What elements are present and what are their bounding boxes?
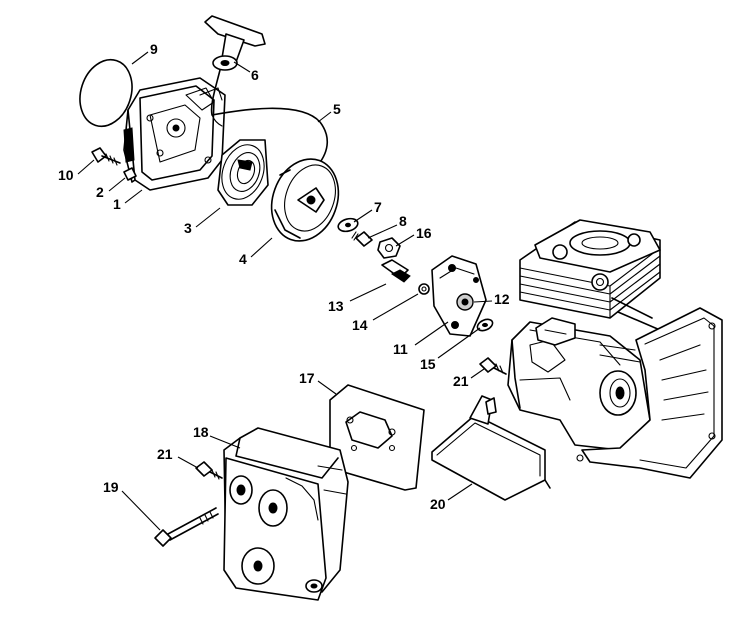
callout-21-upper: 21: [453, 373, 469, 389]
callout-1: 1: [113, 196, 121, 212]
part-16-nut: [377, 237, 401, 259]
part-20-heat-shield: [431, 395, 551, 501]
callout-19: 19: [103, 479, 119, 495]
part-9-gasket-ring: [79, 58, 133, 128]
callout-15: 15: [420, 356, 436, 372]
part-14-spring-washer: [418, 283, 430, 295]
callout-16: 16: [416, 225, 432, 241]
part-13-stud: [381, 259, 411, 283]
part-19-long-bolt: [154, 507, 219, 547]
callout-13: 13: [328, 298, 344, 314]
callout-3: 3: [184, 220, 192, 236]
part-1-starter-housing: [123, 77, 226, 191]
callout-12: 12: [494, 291, 510, 307]
callout-4: 4: [239, 251, 247, 267]
callout-6: 6: [251, 67, 259, 83]
part-3-rewind-spring: [217, 139, 269, 206]
engine-cylinder-block: [507, 219, 723, 479]
callout-17: 17: [299, 370, 315, 386]
callout-2: 2: [96, 184, 104, 200]
part-15-washer: [476, 318, 494, 332]
callout-5: 5: [333, 101, 341, 117]
part-8-screw: [351, 231, 373, 247]
callout-11: 11: [393, 341, 408, 357]
callout-10: 10: [58, 167, 74, 183]
callout-18: 18: [193, 424, 209, 440]
part-4-rope-rotor: [270, 158, 340, 242]
part-21-screw-upper: [479, 357, 507, 375]
callout-21-lower: 21: [157, 446, 173, 462]
part-21-screw-lower: [195, 461, 223, 480]
callout-labels: 9 6 5 10 2 1 3 4 7 8 16 13 14 11 12 15 2…: [58, 41, 510, 512]
callout-14: 14: [352, 317, 368, 333]
callout-20: 20: [430, 496, 446, 512]
part-2-bushing: [123, 167, 137, 181]
part-7-washer: [337, 217, 359, 233]
part-5-starter-rope: [210, 69, 329, 166]
callout-9: 9: [150, 41, 158, 57]
part-11-cover-plate: [431, 255, 487, 337]
part-6-starter-grip: [204, 15, 266, 71]
callout-8: 8: [399, 213, 407, 229]
leader-lines: [77, 51, 493, 531]
part-18-muffler: [223, 427, 349, 601]
part-10-screw: [91, 147, 121, 166]
callout-7: 7: [374, 199, 382, 215]
